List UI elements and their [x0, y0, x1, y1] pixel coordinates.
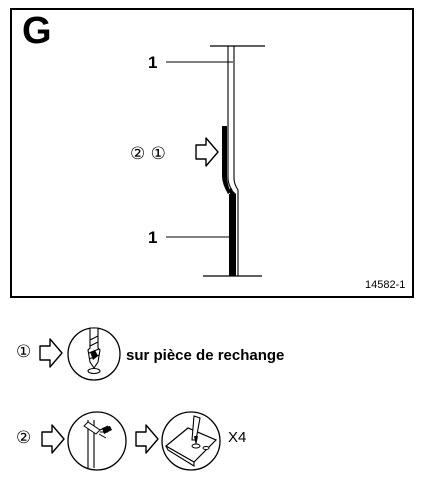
step-2-arrow-icon: [41, 424, 65, 454]
cut-marker: ② ①: [130, 144, 166, 164]
spray-can-icon: [67, 411, 127, 471]
step-1-marker: ①: [16, 342, 32, 362]
part-label-top: 1: [148, 53, 158, 72]
repair-piece-section: [222, 126, 231, 194]
step-2-count: X4: [228, 429, 247, 446]
rivet-application-icon: [161, 411, 221, 471]
drill-bit-icon: [67, 327, 121, 381]
reference-number: 14582-1: [365, 279, 406, 291]
diagram-panel: G 1 1 ② ① 14582-1: [10, 8, 414, 298]
section-letter: G: [22, 10, 52, 52]
panel-profile-drawing: [166, 45, 265, 277]
part-label-bottom: 1: [148, 228, 158, 247]
step-1-arrow-icon: [39, 338, 63, 368]
arrow-right-outline-icon: [195, 137, 219, 167]
step-1-text: sur pièce de rechange: [126, 347, 285, 364]
step-2-arrow2-icon: [135, 424, 159, 454]
step-2-marker: ②: [16, 428, 32, 448]
